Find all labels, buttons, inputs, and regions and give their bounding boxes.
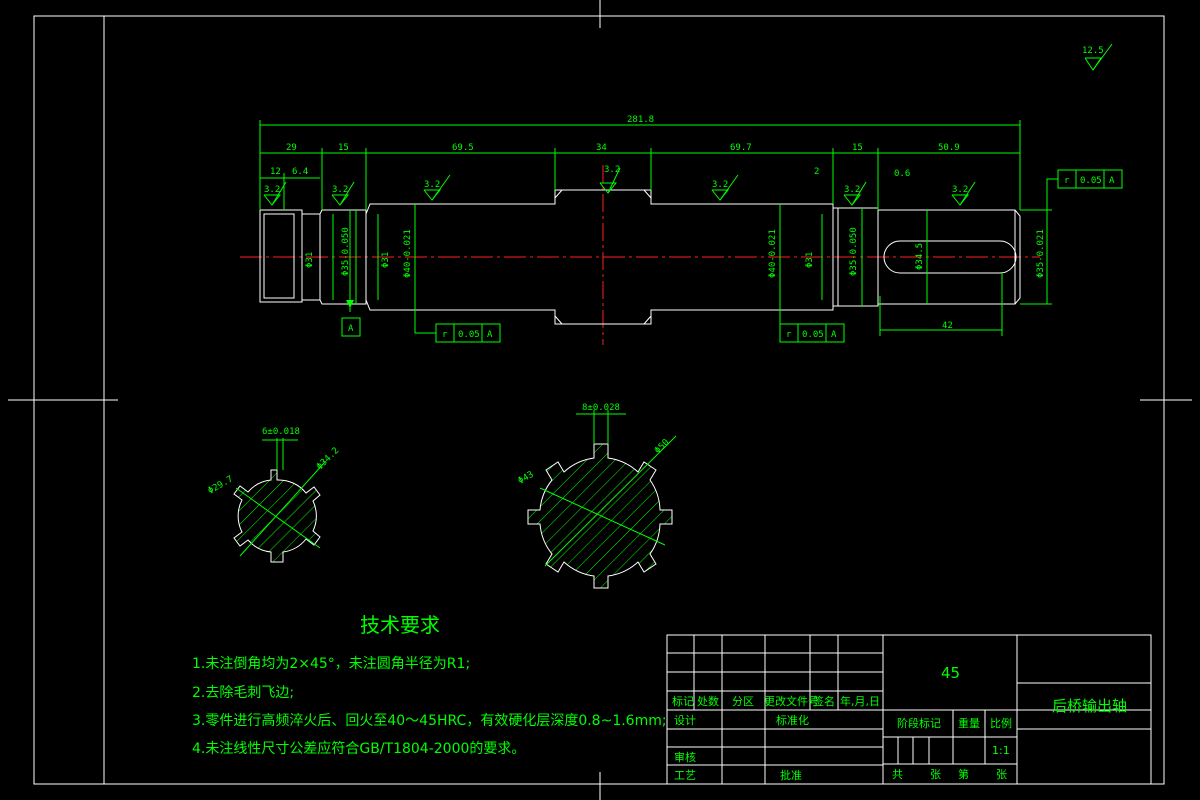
roughness-values: 3.2 3.2 3.2 3.2 3.2 3.2 3.2 [264,165,968,195]
tech-requirement-item: 1.未注倒角均为2×45°，未注圆角半径为R1; [192,656,470,672]
tb-approve: 批准 [780,768,802,782]
dim-15-right: 15 [852,143,863,153]
dim-keyway-42: 42 [942,321,953,331]
roughness-1: 3.2 [264,185,280,195]
dim-dia-31-b: Φ31 [381,252,391,268]
dim-2: 2 [814,167,819,177]
tb-weight: 重量 [958,716,980,730]
tb-sign: 签名 [813,694,835,708]
tech-requirements-title: 技术要求 [360,613,440,637]
tolerance-datum: A [1109,176,1115,186]
dim-6-4: 6.4 [292,167,308,177]
spline-section-left: 6±0.018 Φ29.7 Φ34.2 [207,427,341,563]
dim-dia-31-right: Φ31 [805,252,815,268]
tb-mark: 标记 [672,694,694,708]
section-left-width: 6±0.018 [262,427,300,437]
tb-no: 第 [958,767,969,781]
global-roughness-symbol: 12.5 [1082,43,1113,71]
dim-34: 34 [596,143,607,153]
tolerance-datum: A [487,330,493,340]
tb-material: 45 [941,664,960,682]
dim-dia-31-left: Φ31 [305,252,315,268]
dim-69-7: 69.7 [730,143,752,153]
tb-sheet2: 张 [996,768,1007,781]
roughness-symbols [263,167,976,206]
roughness-4: 3.2 [604,165,620,175]
technical-requirements: 技术要求 1.未注倒角均为2×45°，未注圆角半径为R1; 2.去除毛刺飞边; … [192,613,667,757]
section-right-minor: Φ43 [517,470,536,487]
tb-total: 共 [892,768,903,781]
dim-dia-35-end: Φ35-0.021 [1036,229,1046,278]
dim-15-left: 15 [338,143,349,153]
global-roughness-value: 12.5 [1082,46,1104,56]
dim-12: 12 [270,167,281,177]
tech-requirement-item: 2.去除毛刺飞边; [192,685,294,701]
dim-dia-40-right: Φ40-0.021 [768,229,778,278]
tolerance-frame-bottom-right: r 0.05 A [779,310,845,343]
tb-sheet: 张 [930,768,941,781]
tolerance-symbol: r [786,330,792,340]
roughness-2: 3.2 [332,185,348,195]
tb-stage: 阶段标记 [897,716,941,730]
tb-review: 审核 [674,750,696,764]
tolerance-datum: A [831,330,837,340]
tb-qty: 处数 [697,695,719,708]
tb-ratio: 比例 [990,716,1012,730]
datum-feature-a: A [341,210,361,337]
section-right-width: 8±0.028 [582,403,620,413]
tb-design: 设计 [674,714,696,727]
tolerance-value: 0.05 [1080,176,1102,186]
tb-process: 工艺 [674,769,696,782]
title-block [666,634,1152,785]
tb-zone: 分区 [732,695,754,708]
section-right-major: Φ50 [653,438,672,457]
tolerance-frame-bottom-left: r 0.05 A [414,310,501,343]
spline-section-right: 8±0.028 Φ43 Φ50 [517,403,677,589]
tb-date: 年,月,日 [840,694,880,708]
tech-requirement-item: 4.未注线性尺寸公差应符合GB/T1804-2000的要求。 [192,740,525,757]
tb-doc: 更改文件号 [764,694,819,708]
shaft-outline [259,189,1021,325]
dim-29: 29 [286,143,297,153]
tolerance-value: 0.05 [458,330,480,340]
roughness-6: 3.2 [844,185,860,195]
dim-69-5: 69.5 [452,143,474,153]
section-left-minor: Φ29.7 [207,474,235,496]
tech-requirement-item: 3.零件进行高频淬火后、回火至40～45HRC，有效硬化层深度0.8~1.6mm… [192,712,667,729]
roughness-7: 3.2 [952,185,968,195]
dim-0-6: 0.6 [894,169,910,179]
tolerance-frame-top-right: r 0.05 A [1046,169,1123,210]
tolerance-value: 0.05 [802,330,824,340]
section-left-major: Φ34.2 [315,446,341,472]
title-block-texts: 标记 处数 分区 更改文件号 签名 年,月,日 设计 标准化 审核 工艺 批准 … [672,664,1127,782]
dimension-lines [259,120,1052,336]
dim-dia-35-right: Φ35-0.050 [849,227,859,276]
dim-dia-35-left: Φ35-0.050 [341,227,351,276]
dim-dia-40-left: Φ40-0.021 [403,229,413,278]
dim-50-9: 50.9 [938,143,960,153]
sheet-borders [8,0,1192,800]
dim-dia-34-5: Φ34.5 [915,243,925,270]
roughness-3: 3.2 [424,180,440,190]
tb-scale: 1:1 [992,744,1010,757]
roughness-5: 3.2 [712,180,728,190]
tolerance-symbol: r [1064,176,1070,186]
datum-a-label: A [348,324,354,334]
dimension-texts: 281.8 29 15 69.5 34 69.7 15 50.9 12 6.4 … [270,115,1046,331]
tb-standard: 标准化 [776,713,809,727]
dim-overall-length: 281.8 [627,115,654,125]
tb-part-name: 后桥输出轴 [1052,697,1127,715]
tolerance-symbol: r [442,330,448,340]
